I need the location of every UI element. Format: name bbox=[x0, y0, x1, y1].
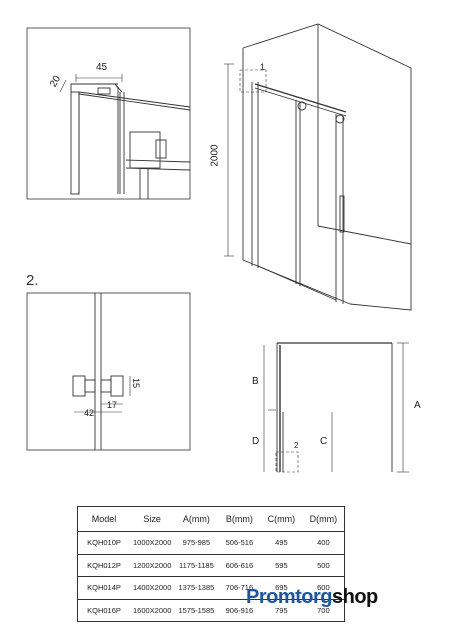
col-d: D(mm) bbox=[302, 506, 346, 532]
plan-label-a: A bbox=[414, 400, 421, 411]
shower-enclosure-3d bbox=[224, 23, 412, 311]
plan-label-b: B bbox=[252, 376, 259, 387]
step-2-label: 2. bbox=[26, 272, 39, 289]
dim-width-label: 45 bbox=[96, 62, 108, 73]
cell: 1375-1385 bbox=[174, 576, 219, 600]
cell: KQH014P bbox=[77, 576, 130, 600]
cell: 1600X2000 bbox=[130, 599, 175, 622]
cell: 1000X2000 bbox=[130, 531, 175, 555]
table-row: KQH016P 1600X2000 1575-1585 906-916 795 … bbox=[77, 599, 346, 622]
cell: 906-916 bbox=[218, 599, 261, 622]
col-b: B(mm) bbox=[218, 506, 261, 532]
callout-1: 1 bbox=[260, 62, 266, 72]
cell: 1400X2000 bbox=[130, 576, 175, 600]
table-row: KQH010P 1000X2000 975-985 506-516 495 40… bbox=[77, 531, 346, 555]
cell: 1200X2000 bbox=[130, 554, 175, 577]
cell: 706-716 bbox=[218, 576, 261, 600]
dim-height-label: 15 bbox=[131, 377, 142, 389]
table-row: KQH014P 1400X2000 1375-1385 706-716 695 … bbox=[77, 576, 346, 600]
cell: 1575-1585 bbox=[174, 599, 219, 622]
cell: 695 bbox=[260, 576, 303, 600]
logo-suffix: shop bbox=[332, 586, 378, 608]
detail-2-handle bbox=[26, 292, 191, 451]
cell: KQH010P bbox=[77, 531, 130, 555]
cell: 1175-1185 bbox=[174, 554, 219, 577]
cell: 495 bbox=[260, 531, 303, 555]
col-c: C(mm) bbox=[260, 506, 303, 532]
cell: 500 bbox=[302, 554, 346, 577]
plan-label-c: C bbox=[320, 436, 328, 447]
cell: 600 bbox=[302, 576, 346, 600]
plan-view bbox=[263, 342, 409, 473]
col-a: A(mm) bbox=[174, 506, 219, 532]
plan-label-d: D bbox=[252, 436, 260, 447]
plan-callout-2: 2 bbox=[294, 441, 299, 450]
height-dim-label: 2000 bbox=[209, 144, 221, 167]
cell: 506-516 bbox=[218, 531, 261, 555]
cell: 595 bbox=[260, 554, 303, 577]
table-row: KQH012P 1200X2000 1175-1185 606-616 595 … bbox=[77, 554, 346, 577]
logo-brand: Promtorg bbox=[246, 586, 333, 608]
dim-offset-label: 17 bbox=[107, 400, 118, 410]
dim-distance-label: 42 bbox=[84, 408, 95, 418]
cell: 795 bbox=[260, 599, 303, 622]
detail-1-profile bbox=[26, 27, 191, 200]
col-size: Size bbox=[130, 506, 175, 532]
cell: KQH012P bbox=[77, 554, 130, 577]
col-model: Model bbox=[77, 506, 130, 532]
cell: 975-985 bbox=[174, 531, 219, 555]
cell: 700 bbox=[302, 599, 346, 622]
cell: 400 bbox=[302, 531, 346, 555]
cell: KQH016P bbox=[77, 599, 130, 622]
table-header-row: Model Size A(mm) B(mm) C(mm) D(mm) bbox=[77, 506, 346, 532]
cell: 606-616 bbox=[218, 554, 261, 577]
spec-table: Model Size A(mm) B(mm) C(mm) D(mm) KQH01… bbox=[77, 506, 346, 622]
brand-logo: Promtorgshop bbox=[246, 586, 378, 609]
